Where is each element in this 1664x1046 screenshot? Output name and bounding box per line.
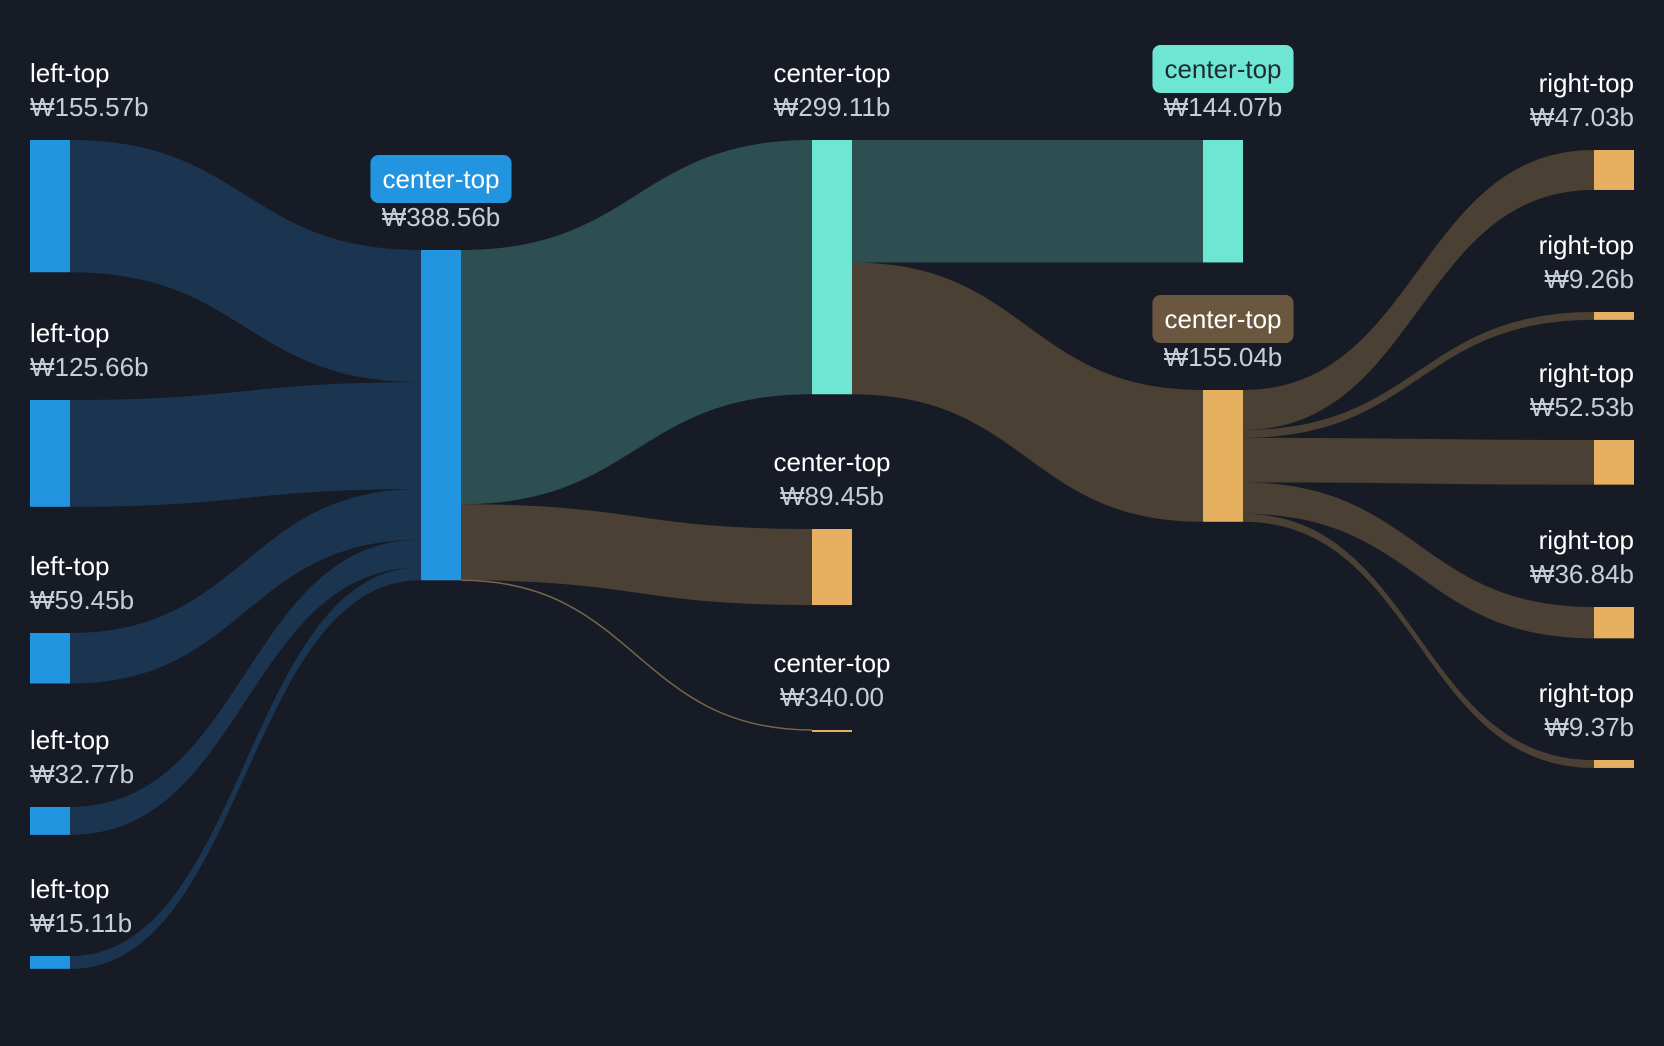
label-earnings-name: center-top [1164,54,1281,84]
link-revenue-to-cost_of_sales [461,504,812,606]
label-other_region-value: ₩15.11b [30,908,132,938]
link-gross_profit-to-earnings [852,140,1203,263]
link-americas-to-revenue [70,539,421,835]
label-r_and_d-value: ₩9.26b [1544,264,1634,294]
link-europe-to-revenue [70,489,421,684]
node-asia [30,400,70,507]
badge-revenue [370,155,512,203]
label-other_exp-value: ₩9.37b [1544,712,1634,742]
link-expenses-to-g_and_a [1243,150,1594,430]
label-gross_profit-value: ₩299.11b [774,92,891,122]
badge-earnings [1152,45,1294,93]
label-asia-name: left-top [30,318,110,348]
link-expenses-to-other_exp [1243,513,1594,768]
link-other_region-to-revenue [70,567,421,969]
node-earnings [1203,140,1243,263]
label-expenses-value: ₩155.04b [1164,342,1283,372]
label-europe-name: left-top [30,551,110,581]
links-layer [70,140,1594,969]
label-europe-value: ₩59.45b [30,585,134,615]
node-other_exp [1594,760,1634,768]
link-south_korea-to-revenue [70,140,421,383]
labels-layer: left-top ₩155.57b left-top ₩125.66b left-top… [30,45,1634,938]
label-earnings-value: ₩144.07b [1164,92,1283,122]
node-s_and_m [1594,440,1634,485]
label-cost_of_sales-name: center-top [773,447,890,477]
node-non_op [1594,607,1634,639]
link-gross_profit-to-expenses [852,262,1203,522]
label-g_and_a-value: ₩47.03b [1530,102,1634,132]
label-other_region-name: left-top [30,874,110,904]
label-revenue-value: ₩388.56b [382,202,501,232]
node-cost_of_sales [812,529,852,606]
nodes-layer [30,140,1634,969]
label-south_korea-value: ₩155.57b [30,92,149,122]
node-r_and_d [1594,312,1634,320]
label-americas-name: left-top [30,725,110,755]
node-other_region [30,956,70,969]
label-south_korea-name: left-top [30,58,110,88]
label-other_elim-value: ₩340.00 [780,682,884,712]
label-revenue-name: center-top [382,164,499,194]
node-g_and_a [1594,150,1634,190]
label-non_op-value: ₩36.84b [1530,559,1634,589]
label-non_op-name: right-top [1539,525,1634,555]
label-s_and_m-value: ₩52.53b [1530,392,1634,422]
label-g_and_a-name: right-top [1539,68,1634,98]
node-gross_profit [812,140,852,395]
label-other_exp-name: right-top [1539,678,1634,708]
node-americas [30,807,70,835]
link-expenses-to-non_op [1243,482,1594,639]
label-r_and_d-name: right-top [1539,230,1634,260]
node-other_elim [812,730,852,732]
link-revenue-to-gross_profit [461,140,812,505]
link-revenue-to-other_elim [460,579,813,731]
label-other_elim-name: center-top [773,648,890,678]
badge-expenses [1152,295,1294,343]
node-expenses [1203,390,1243,522]
link-asia-to-revenue [70,382,421,507]
label-expenses-name: center-top [1164,304,1281,334]
node-south_korea [30,140,70,273]
node-revenue [421,250,461,581]
label-cost_of_sales-value: ₩89.45b [780,481,884,511]
link-expenses-to-r_and_d [1243,312,1594,438]
node-europe [30,633,70,684]
link-expenses-to-s_and_m [1243,437,1594,485]
label-americas-value: ₩32.77b [30,759,134,789]
label-gross_profit-name: center-top [773,58,890,88]
label-asia-value: ₩125.66b [30,352,149,382]
label-s_and_m-name: right-top [1539,358,1634,388]
